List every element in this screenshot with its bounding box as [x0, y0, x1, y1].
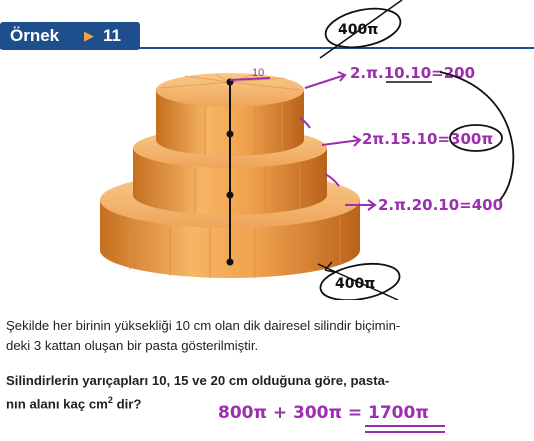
- example-number: 11: [103, 26, 121, 45]
- question-text: nın alanı kaç cm: [6, 396, 108, 412]
- top-annotation: 400π: [338, 22, 378, 38]
- question-line-2: nın alanı kaç cm2 dir?: [6, 391, 206, 413]
- tier1-annotation: 2.π.10.10=200: [350, 64, 475, 82]
- header-rule: [0, 47, 534, 49]
- circle-mark: [449, 124, 503, 152]
- play-icon: ▶: [84, 28, 94, 43]
- example-label: Örnek: [10, 26, 60, 45]
- arrow-annotations: [304, 71, 377, 211]
- tier2-annotation: 2π.15.10=300π: [362, 130, 493, 148]
- tier3-annotation: 2.π.20.10=400: [378, 196, 503, 214]
- axis-point: [226, 130, 234, 138]
- axis-point: [226, 258, 234, 266]
- radius-mark: [229, 77, 271, 81]
- problem-line-1: Şekilde her birinin yüksekliği 10 cm ola…: [6, 318, 401, 333]
- example-header: Örnek ▶ 11: [0, 22, 140, 50]
- question-line-1: Silindirlerin yarıçapları 10, 15 ve 20 c…: [6, 373, 390, 388]
- connector-line: [439, 71, 515, 201]
- cake-illustration: 10 2.π.10.10=200 2π.15.10=300π 2.π.20.10…: [100, 0, 515, 300]
- bottom-annotation: 400π: [335, 276, 375, 292]
- problem-line-2: deki 3 kattan oluşan bir pasta gösterilm…: [6, 338, 259, 353]
- axis-point: [226, 191, 234, 199]
- radius-label: 10: [252, 67, 264, 79]
- superscript: 2: [107, 395, 113, 405]
- answer-text: 800π + 300π = 1700π: [218, 403, 429, 423]
- question-text-end: dir?: [112, 396, 142, 412]
